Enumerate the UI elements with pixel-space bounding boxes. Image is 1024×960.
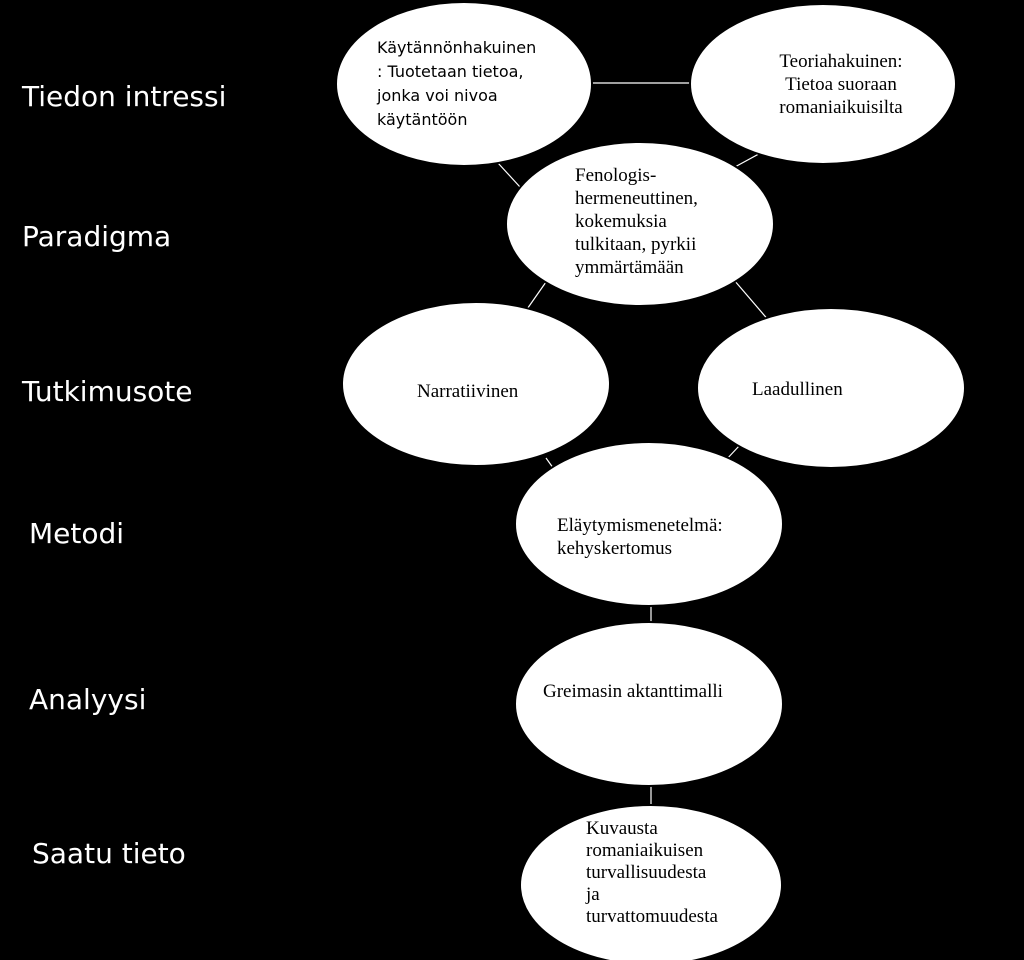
node-kaytannonhakuinen bbox=[335, 1, 593, 167]
node-text-laadullinen: Laadullinen bbox=[752, 379, 843, 400]
row-label-metodi: Metodi bbox=[29, 517, 125, 550]
row-label-saatu-tieto: Saatu tieto bbox=[32, 837, 186, 870]
node-teoriahakuinen bbox=[689, 3, 957, 165]
node-laadullinen bbox=[696, 307, 966, 469]
node-fenologis bbox=[505, 141, 775, 307]
node-text-fenologis: Fenologis- hermeneuttinen, kokemuksia tu… bbox=[575, 165, 698, 278]
connector-fenologis-laadullinen bbox=[733, 279, 771, 323]
node-elaytymismenetelma bbox=[514, 441, 784, 607]
row-label-tiedon-intressi: Tiedon intressi bbox=[22, 80, 227, 113]
node-narratiivinen bbox=[341, 301, 611, 467]
node-text-kaytannonhakuinen: Käytännönhakuinen : Tuotetaan tietoa, jo… bbox=[377, 38, 537, 129]
node-kuvausta bbox=[519, 804, 783, 960]
node-text-teoriahakuinen: Teoriahakuinen: Tietoa suoraan romaniaik… bbox=[779, 51, 903, 118]
row-label-tutkimusote: Tutkimusote bbox=[22, 375, 193, 408]
node-text-greimasin: Greimasin aktanttimalli bbox=[543, 681, 723, 702]
row-label-paradigma: Paradigma bbox=[22, 220, 172, 253]
row-label-analyysi: Analyysi bbox=[29, 683, 147, 716]
node-greimasin bbox=[514, 621, 784, 787]
connector-fenologis-narratiivinen bbox=[524, 281, 547, 313]
node-text-elaytymismenetelma: Eläytymismenetelmä: kehyskertomus bbox=[557, 515, 723, 559]
node-text-kuvausta: Kuvausta romaniaikuisen turvallisuudesta… bbox=[586, 818, 718, 927]
node-text-narratiivinen: Narratiivinen bbox=[417, 381, 519, 402]
connector-kaytanto-fenologis bbox=[497, 162, 521, 188]
